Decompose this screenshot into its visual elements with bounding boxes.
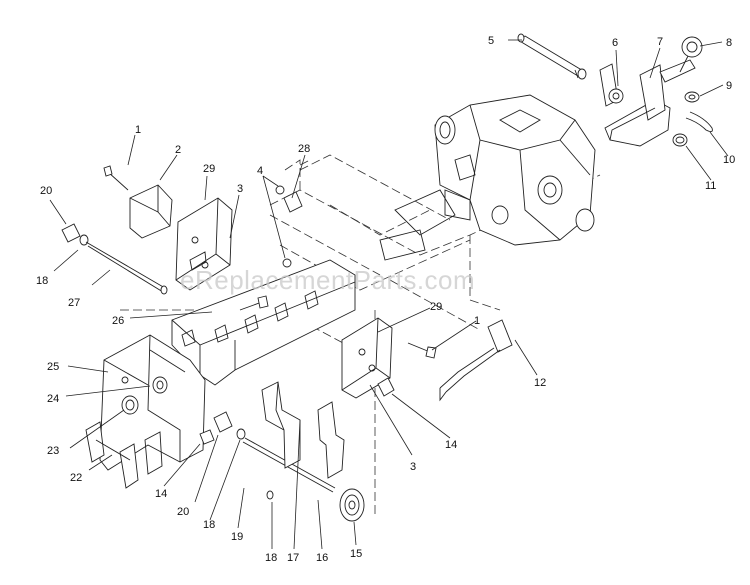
part-label-27: 27 xyxy=(68,297,80,309)
part-label-7: 7 xyxy=(657,36,663,48)
pivot-shaft-5 xyxy=(517,33,587,80)
part-label-29-upper: 29 xyxy=(203,163,215,175)
bolt-26 xyxy=(239,295,269,311)
part-label-23: 23 xyxy=(47,445,59,457)
lever-16 xyxy=(317,401,345,479)
clevis-22 xyxy=(85,421,163,489)
side-bracket-25 xyxy=(99,334,206,471)
part-label-1-lower: 1 xyxy=(474,315,480,327)
nut-18-upper xyxy=(79,234,89,246)
bushing-23 xyxy=(121,395,139,415)
wheel-15 xyxy=(339,488,365,522)
part-labels: 1 2 3 4 5 6 7 8 9 10 11 12 14 14 15 16 1… xyxy=(36,35,735,564)
part-label-11: 11 xyxy=(705,180,716,192)
part-label-26: 26 xyxy=(112,315,124,327)
block-28 xyxy=(283,191,303,213)
part-label-22: 22 xyxy=(70,472,82,484)
part-label-1-upper: 1 xyxy=(135,124,141,136)
rod-27 xyxy=(85,241,168,295)
part-label-14-mid: 14 xyxy=(445,439,457,451)
part-label-12: 12 xyxy=(534,377,546,389)
bracket-2 xyxy=(129,184,173,239)
bolt-1-upper xyxy=(103,165,129,191)
bracket-6 xyxy=(599,63,624,107)
part-label-18-mid: 18 xyxy=(203,519,215,531)
frame-channel xyxy=(171,259,356,386)
washer-9 xyxy=(684,91,700,103)
watermark: eReplacementParts.com xyxy=(180,265,475,295)
part-label-17: 17 xyxy=(287,552,299,564)
part-label-8: 8 xyxy=(726,37,732,49)
part-label-2: 2 xyxy=(175,144,181,156)
part-label-10: 10 xyxy=(723,154,735,166)
pin-14-mid xyxy=(377,377,395,397)
hitch-bracket-7 xyxy=(604,59,696,147)
leader-lines xyxy=(49,39,729,550)
hairpin-10 xyxy=(685,111,713,133)
bushing-24 xyxy=(152,376,168,394)
part-label-20-upper: 20 xyxy=(40,185,52,197)
fasteners-4 xyxy=(275,185,292,268)
part-label-3-lower: 3 xyxy=(410,461,416,473)
part-label-15: 15 xyxy=(350,548,362,560)
part-label-5: 5 xyxy=(488,35,494,47)
stud-20-lower xyxy=(213,411,233,433)
stud-20-upper xyxy=(61,223,81,243)
part-label-28: 28 xyxy=(298,143,310,155)
eye-bolt-8 xyxy=(679,36,703,73)
part-label-18-upper: 18 xyxy=(36,275,48,287)
lever-17 xyxy=(261,381,301,469)
part-label-24: 24 xyxy=(47,393,59,405)
plate-29-lower xyxy=(341,317,393,399)
transmission-housing xyxy=(379,94,596,261)
plate-29-upper xyxy=(175,197,233,291)
part-label-14-lower: 14 xyxy=(155,488,167,500)
part-label-3-upper: 3 xyxy=(237,183,243,195)
bolt-1-lower xyxy=(407,342,437,359)
part-label-20-lower: 20 xyxy=(177,506,189,518)
nut-18-lower xyxy=(236,428,246,440)
pin-14-lower xyxy=(199,429,215,445)
handle-12 xyxy=(439,319,513,402)
ring-11 xyxy=(672,133,688,147)
part-label-6: 6 xyxy=(612,37,618,49)
part-label-9: 9 xyxy=(726,80,732,92)
part-label-25: 25 xyxy=(47,361,59,373)
part-label-19: 19 xyxy=(231,531,243,543)
part-label-16: 16 xyxy=(316,552,328,564)
part-label-29-lower: 29 xyxy=(430,301,442,313)
part-label-4: 4 xyxy=(257,165,263,177)
part-label-18-lower: 18 xyxy=(265,552,277,564)
